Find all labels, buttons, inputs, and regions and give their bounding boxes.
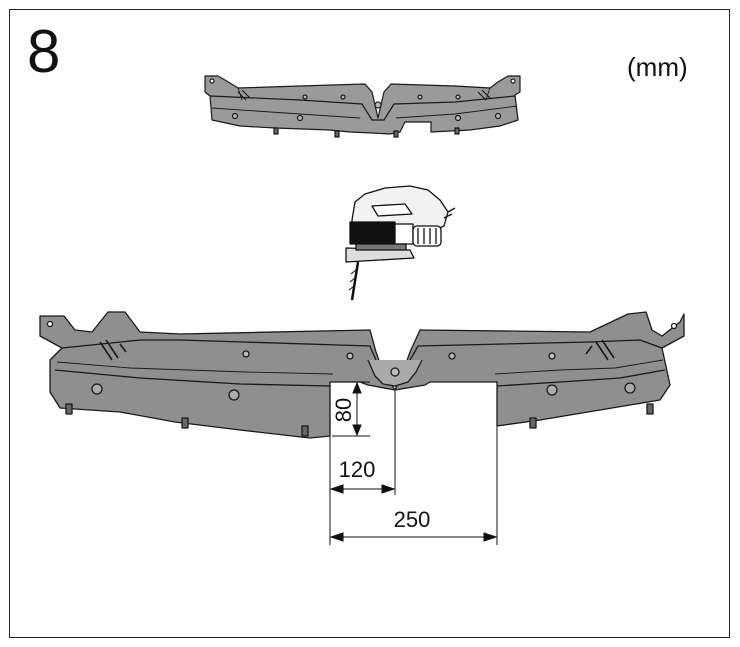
bumper-panel-before-cut: [204, 75, 521, 138]
jigsaw-icon: [345, 185, 456, 301]
bumper-panel-with-cutout: [39, 311, 685, 439]
offset-label: 120: [339, 457, 376, 482]
cut-depth-label: 80: [331, 398, 356, 422]
dimension-lines: [329, 381, 498, 545]
unit-label: (mm): [627, 52, 688, 82]
step-number: 8: [27, 18, 61, 85]
cut-width-label: 250: [394, 507, 431, 532]
